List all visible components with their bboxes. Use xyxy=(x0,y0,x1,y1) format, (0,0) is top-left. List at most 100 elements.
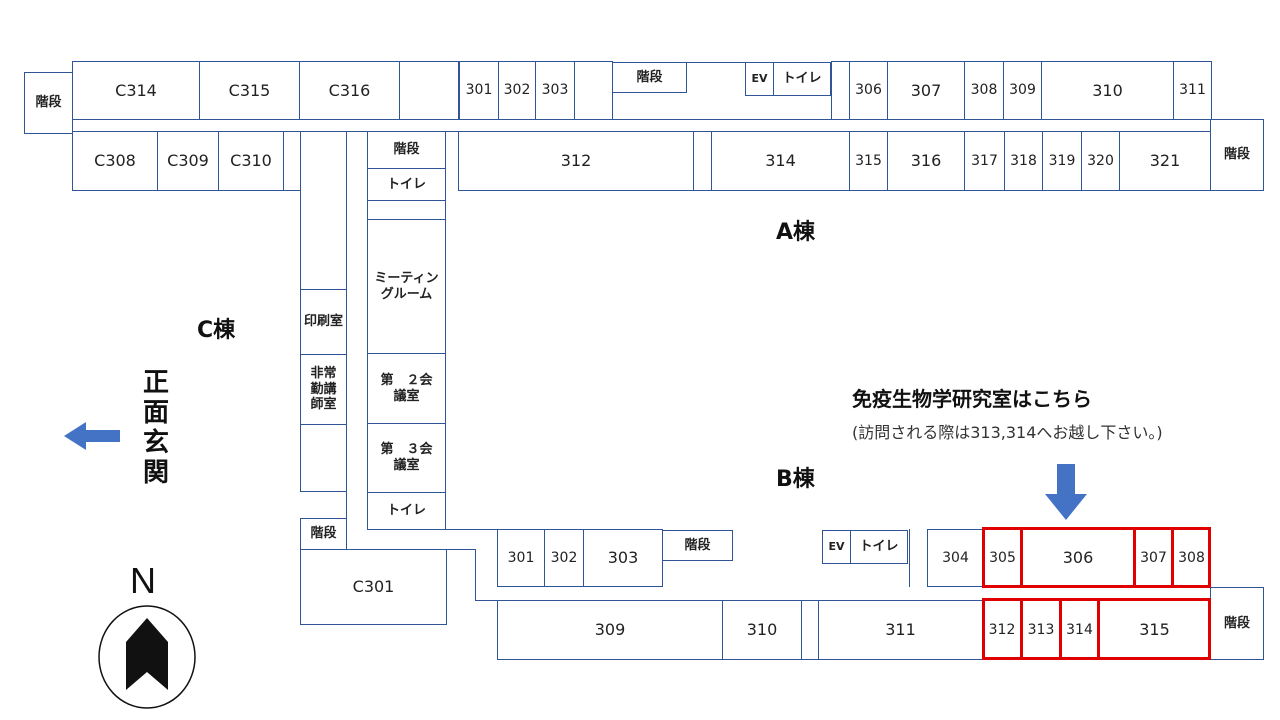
room-label: 308 xyxy=(970,82,998,99)
room-label: 313 xyxy=(1027,621,1055,638)
room-a314: 314 xyxy=(711,131,850,191)
room-b304: 304 xyxy=(927,529,984,587)
room-a316: 316 xyxy=(887,131,965,191)
c-stairs-left: 階段 xyxy=(24,72,73,134)
room-label: 302 xyxy=(503,82,531,99)
mid-toilet: トイレ xyxy=(367,168,446,201)
room-label: 312 xyxy=(988,621,1016,638)
room-label: 310 xyxy=(1092,80,1123,100)
room-a320: 320 xyxy=(1081,131,1120,191)
room-label: 306 xyxy=(855,82,882,99)
room-a310: 310 xyxy=(1041,61,1174,120)
room-label: トイレ xyxy=(386,503,426,519)
room-label: 314 xyxy=(765,151,796,171)
room-b307: 307 xyxy=(1134,529,1173,587)
room-a312: 312 xyxy=(458,131,694,191)
room-label: 階段 xyxy=(35,95,62,111)
room-c309: C309 xyxy=(157,131,219,191)
room-unlabeled xyxy=(283,131,301,191)
room-label: 309 xyxy=(594,620,626,640)
room-unlabeled xyxy=(399,61,459,120)
room-label: 印刷室 xyxy=(303,314,343,330)
room-b310: 310 xyxy=(722,600,802,660)
room-b303: 303 xyxy=(583,529,663,587)
room-label: 307 xyxy=(1140,549,1167,566)
room-b305: 305 xyxy=(983,529,1022,587)
room-label: 階段 xyxy=(393,142,420,158)
room-a306: 306 xyxy=(849,61,888,120)
mid-stairs: 階段 xyxy=(367,131,446,169)
room-label: 320 xyxy=(1087,152,1114,169)
a-stairs-right: 階段 xyxy=(1210,119,1264,191)
room-a307: 307 xyxy=(887,61,965,120)
room-label: C308 xyxy=(94,151,136,171)
room-label: C310 xyxy=(230,151,272,171)
room-label: C315 xyxy=(228,80,271,100)
room-label: 314 xyxy=(1066,621,1093,638)
building-c-label: C棟 xyxy=(197,318,236,343)
lab-visit-note: (訪問される際は313,314へお越し下さい。) xyxy=(852,423,1163,442)
room-unlabeled xyxy=(367,200,446,220)
room-c301: C301 xyxy=(300,549,447,625)
room-unlabeled xyxy=(801,600,819,660)
room-label: 321 xyxy=(1149,151,1181,171)
b-ev: EV xyxy=(822,530,851,564)
lab-location-title: 免疫生物学研究室はこちら xyxy=(852,387,1092,411)
b-toilet: トイレ xyxy=(850,530,908,564)
room-label: 第 ３会議室 xyxy=(380,442,433,473)
meeting-room: ミーティングルーム xyxy=(367,219,446,354)
a-ev: EV xyxy=(745,62,774,96)
room-a318: 318 xyxy=(1004,131,1043,191)
room-b314: 314 xyxy=(1060,600,1099,660)
room-label: 301 xyxy=(507,549,535,566)
room-a321: 321 xyxy=(1119,131,1211,191)
room-unlabeled xyxy=(831,61,850,120)
room-label: 316 xyxy=(910,151,942,171)
room-label: C314 xyxy=(115,80,157,100)
room-label: トイレ xyxy=(386,176,426,192)
room-label: 317 xyxy=(971,152,998,169)
room-a315: 315 xyxy=(849,131,888,191)
room-a319: 319 xyxy=(1042,131,1082,191)
room-c310: C310 xyxy=(218,131,284,191)
room-a317: 317 xyxy=(964,131,1005,191)
room-label: 階段 xyxy=(1223,615,1250,631)
room-label: 308 xyxy=(1178,549,1205,566)
room-label: 307 xyxy=(910,80,942,100)
a-toilet-top: トイレ xyxy=(773,62,831,96)
a-stairs-top: 階段 xyxy=(612,62,687,93)
room-label: トイレ xyxy=(782,71,822,87)
room-label: 302 xyxy=(550,549,578,566)
room-label: 315 xyxy=(855,152,882,169)
room-label: 310 xyxy=(746,620,778,640)
room-c316: C316 xyxy=(299,61,400,120)
room-label: C316 xyxy=(328,80,371,100)
room-label: 303 xyxy=(541,82,569,99)
b-stairs-right: 階段 xyxy=(1210,587,1264,660)
room-b309: 309 xyxy=(497,600,723,660)
part-time-lecturer-room: 非常勤講師室 xyxy=(300,354,347,425)
room-unlabeled xyxy=(574,61,613,120)
room-label: C301 xyxy=(352,577,395,597)
front-entrance-label: 正面玄関 xyxy=(143,368,170,488)
down-arrow-icon xyxy=(1045,464,1087,520)
room-a311: 311 xyxy=(1173,61,1212,120)
room-label: 階段 xyxy=(1223,147,1250,163)
room-b308: 308 xyxy=(1172,529,1211,587)
b-stairs-top: 階段 xyxy=(662,530,733,561)
compass-icon xyxy=(98,605,196,709)
room-b313: 313 xyxy=(1021,600,1061,660)
room-label: EV xyxy=(828,540,845,554)
room-c315: C315 xyxy=(199,61,300,120)
room-label: 304 xyxy=(942,549,969,566)
left-arrow-icon xyxy=(64,422,120,450)
room-label: 315 xyxy=(1139,620,1170,640)
room-label: 306 xyxy=(1062,548,1094,568)
room-label: 第 ２会議室 xyxy=(380,372,433,404)
room-label: 319 xyxy=(1048,152,1076,169)
room-c308: C308 xyxy=(72,131,158,191)
room-a301: 301 xyxy=(459,61,499,120)
corridor-line xyxy=(475,549,476,601)
room-unlabeled xyxy=(693,131,712,191)
room-label: 312 xyxy=(560,151,592,171)
